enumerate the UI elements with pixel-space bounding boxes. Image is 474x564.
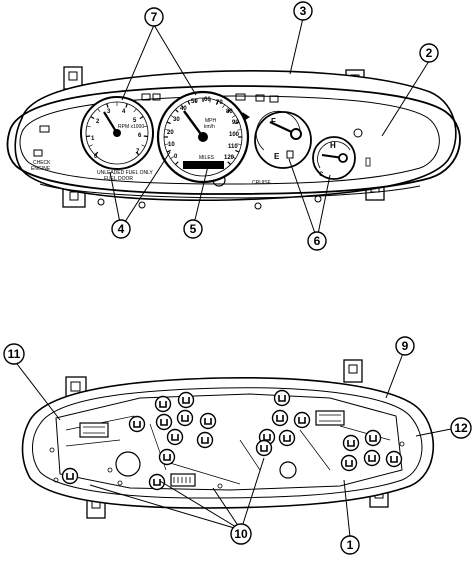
fuel-empty-label: E (274, 152, 280, 161)
bulb-socket (201, 414, 216, 429)
speedo-scale-40: 40 (180, 106, 187, 112)
cruise-label: CRUISE (252, 180, 272, 186)
bulb-socket (168, 430, 183, 445)
bulb-socket (344, 436, 359, 451)
callout-1: 1 (341, 536, 359, 554)
callout-11: 11 (4, 344, 24, 364)
temp-cold-label: C (319, 172, 324, 178)
callout-2: 2 (420, 44, 438, 62)
bulb-socket (257, 441, 272, 456)
speedo-scale-50: 50 (191, 99, 198, 105)
connector (171, 474, 195, 486)
bulb-socket (365, 451, 380, 466)
callout-5-label: 5 (190, 222, 197, 236)
callout-1-label: 1 (347, 538, 354, 552)
fuel-gauge: F E (255, 111, 311, 168)
bulb-socket (295, 413, 310, 428)
bulb-socket (366, 431, 381, 446)
bulb-socket (157, 415, 172, 430)
bulb-socket (198, 433, 213, 448)
bulb-socket (179, 393, 194, 408)
odometer-display (183, 161, 224, 169)
bulb-socket (342, 456, 357, 471)
tachometer-gauge: 0 1 2 3 4 5 6 7 RPM x1000 (81, 97, 153, 169)
speedo-scale-30: 30 (173, 117, 180, 123)
callout-4-label: 4 (118, 222, 125, 236)
bulb-socket (387, 452, 402, 467)
speedo-scale-60: 60 (204, 97, 211, 103)
connector (80, 423, 108, 437)
callout-12: 12 (451, 418, 471, 438)
callout-12-label: 12 (454, 421, 468, 435)
callout-11-label: 11 (8, 347, 21, 361)
bulb-socket (178, 411, 193, 426)
callout-6: 6 (308, 232, 326, 250)
bulb-socket (275, 391, 290, 406)
bulb-socket (130, 417, 145, 432)
callout-7-label: 7 (151, 10, 158, 24)
callout-10-label: 10 (234, 527, 248, 541)
check-engine-label-2: ENGINE (31, 166, 51, 172)
speedo-km-label: km/h (204, 124, 215, 130)
callout-9: 9 (396, 337, 414, 355)
callout-3: 3 (294, 2, 312, 20)
callout-7: 7 (145, 8, 163, 26)
speedo-scale-120: 120 (224, 155, 235, 161)
callout-3-label: 3 (300, 4, 307, 18)
bulb-socket (160, 450, 175, 465)
speedo-scale-80: 80 (226, 109, 233, 115)
bulb-socket (156, 397, 171, 412)
fuel-door-label: FUEL DOOR (104, 176, 133, 182)
callout-6-label: 6 (314, 234, 321, 248)
temp-hot-label: H (330, 141, 336, 150)
miles-label: MILES (199, 155, 215, 161)
bulb-socket (273, 411, 288, 426)
mounting-tab (344, 360, 362, 382)
callout-5: 5 (184, 220, 202, 238)
callout-4: 4 (112, 220, 130, 238)
bulb-socket (280, 431, 295, 446)
speedo-scale-20: 20 (167, 130, 174, 136)
speedo-scale-90: 90 (232, 120, 239, 126)
speedo-scale-70: 70 (216, 100, 223, 106)
callout-10: 10 (231, 524, 251, 544)
bulb-socket (63, 469, 78, 484)
connector (316, 411, 344, 425)
speedo-scale-10: 10 (168, 142, 175, 148)
speedometer-gauge: 0 10 20 30 40 50 60 70 80 90 100 110 120… (158, 92, 248, 182)
tach-label: RPM x1000 (118, 124, 144, 130)
callout-2-label: 2 (426, 46, 433, 60)
callout-9-label: 9 (402, 339, 409, 353)
speedo-scale-100: 100 (229, 132, 240, 138)
speedo-scale-110: 110 (228, 144, 238, 150)
